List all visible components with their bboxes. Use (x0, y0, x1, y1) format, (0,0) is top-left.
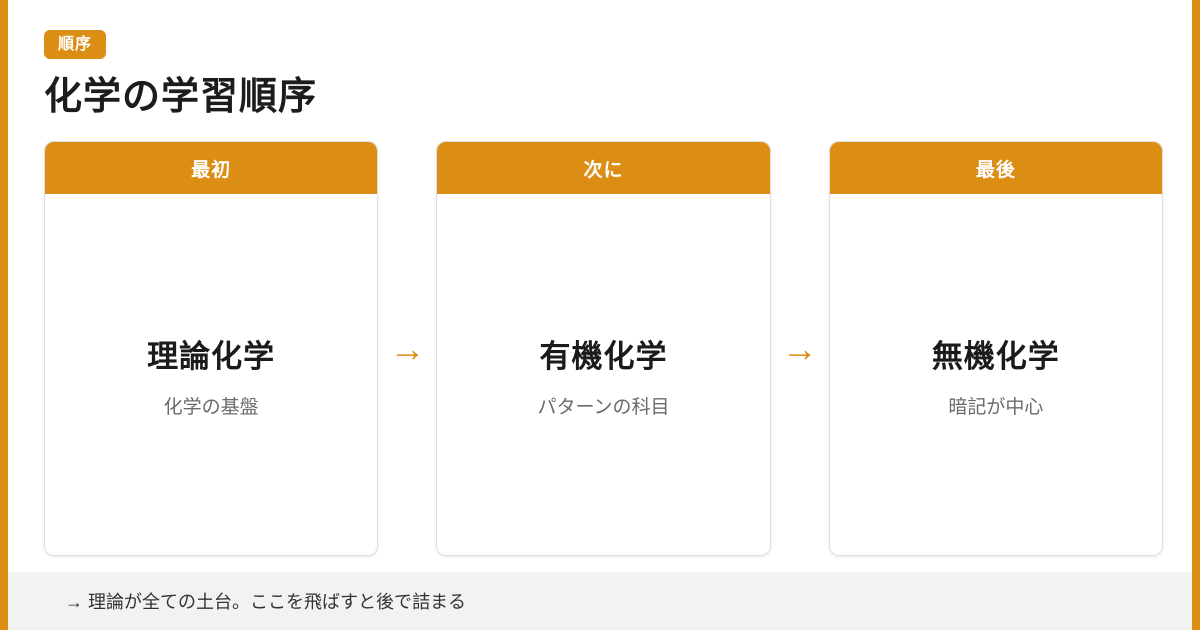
footer-note-text: → 理論が全ての土台。ここを飛ばすと後で詰まる (65, 592, 466, 612)
step-stage-label: 次に (437, 142, 770, 194)
step-title: 無機化学 (931, 338, 1060, 374)
step-title: 有機化学 (539, 338, 668, 374)
step-card-organic: 次に 有機化学 パターンの科目 (436, 141, 771, 556)
step-body: 無機化学 暗記が中心 (830, 194, 1162, 555)
step-card-inorganic: 最後 無機化学 暗記が中心 (828, 141, 1163, 556)
arrow-right-icon: → (389, 327, 426, 369)
footer-note-bar: → 理論が全ての土台。ここを飛ばすと後で詰まる (8, 572, 1192, 630)
right-accent-bar (1192, 0, 1200, 630)
step-body: 理論化学 化学の基盤 (45, 194, 377, 555)
step-stage-label: 最後 (829, 142, 1162, 194)
step-card-theoretical: 最初 理論化学 化学の基盤 (44, 141, 379, 556)
step-subtitle: 暗記が中心 (948, 396, 1044, 418)
step-subtitle: 化学の基盤 (163, 396, 259, 418)
step-body: 有機化学 パターンの科目 (437, 194, 769, 555)
step-stage-label: 最初 (45, 142, 378, 194)
category-badge: 順序 (44, 30, 107, 59)
content-area: 順序 化学の学習順序 最初 理論化学 化学の基盤 → 次に 有機化学 パターンの… (44, 0, 1163, 556)
step-subtitle: パターンの科目 (537, 396, 670, 418)
flow-diagram: 最初 理論化学 化学の基盤 → 次に 有機化学 パターンの科目 → 最後 無機化… (44, 141, 1163, 556)
step-title: 理論化学 (147, 338, 276, 374)
arrow-right-icon: → (781, 327, 818, 369)
left-accent-bar (0, 0, 8, 630)
page-title: 化学の学習順序 (44, 76, 318, 118)
